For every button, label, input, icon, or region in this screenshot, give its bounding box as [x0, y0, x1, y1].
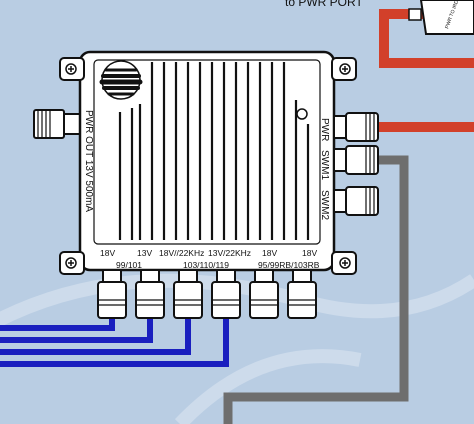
- power-inserter: PWR TO IRD: [408, 0, 474, 35]
- swm1-cable: [223, 155, 409, 424]
- bottom-port-3: [173, 269, 203, 319]
- port-label-pwr: PWR: [319, 118, 330, 141]
- port-label-swm1: SWM1: [319, 150, 330, 180]
- side-label: PWR OUT 13V 500mA: [83, 110, 94, 212]
- port6-label-top: 18V: [302, 248, 317, 258]
- port1-label-bottom: 99/101: [116, 260, 142, 270]
- bottom-port-4: [211, 269, 241, 319]
- bottom-port-6: [287, 269, 317, 319]
- port-pwr: [333, 112, 379, 142]
- swm-unit: PWR OUT 13V 500mA: [59, 50, 357, 275]
- bottom-port-labels: 18V 99/101 13V 18V//22KHz 103/110/119 13…: [100, 248, 320, 270]
- status-led: [296, 108, 308, 120]
- top-caption: to PWR PORT: [285, 0, 363, 9]
- port5-label-bottom: 95/99RB/103RB: [258, 260, 320, 270]
- port-swm2: [333, 186, 379, 216]
- bottom-port-5: [249, 269, 279, 319]
- pwr-out-connector: [33, 109, 81, 139]
- bottom-port-1: [97, 269, 127, 319]
- heat-sink-fins: [118, 62, 310, 240]
- port4-label-top: 13V/22KHz: [208, 248, 251, 258]
- bottom-port-2: [135, 269, 165, 319]
- lnb-cables: [0, 318, 229, 367]
- port1-label-top: 18V: [100, 248, 115, 258]
- port-swm1: [333, 145, 379, 175]
- port3-label-top: 18V//22KHz: [159, 248, 204, 258]
- bottom-ports: [97, 269, 317, 319]
- port3-label-bottom: 103/110/119: [183, 260, 229, 270]
- port5-label-top: 18V: [262, 248, 277, 258]
- port2-label-top: 13V: [137, 248, 152, 258]
- port-label-swm2: SWM2: [319, 190, 330, 220]
- logo-globe-icon: [99, 60, 143, 100]
- right-ports: PWR SWM1 SWM2: [319, 112, 379, 220]
